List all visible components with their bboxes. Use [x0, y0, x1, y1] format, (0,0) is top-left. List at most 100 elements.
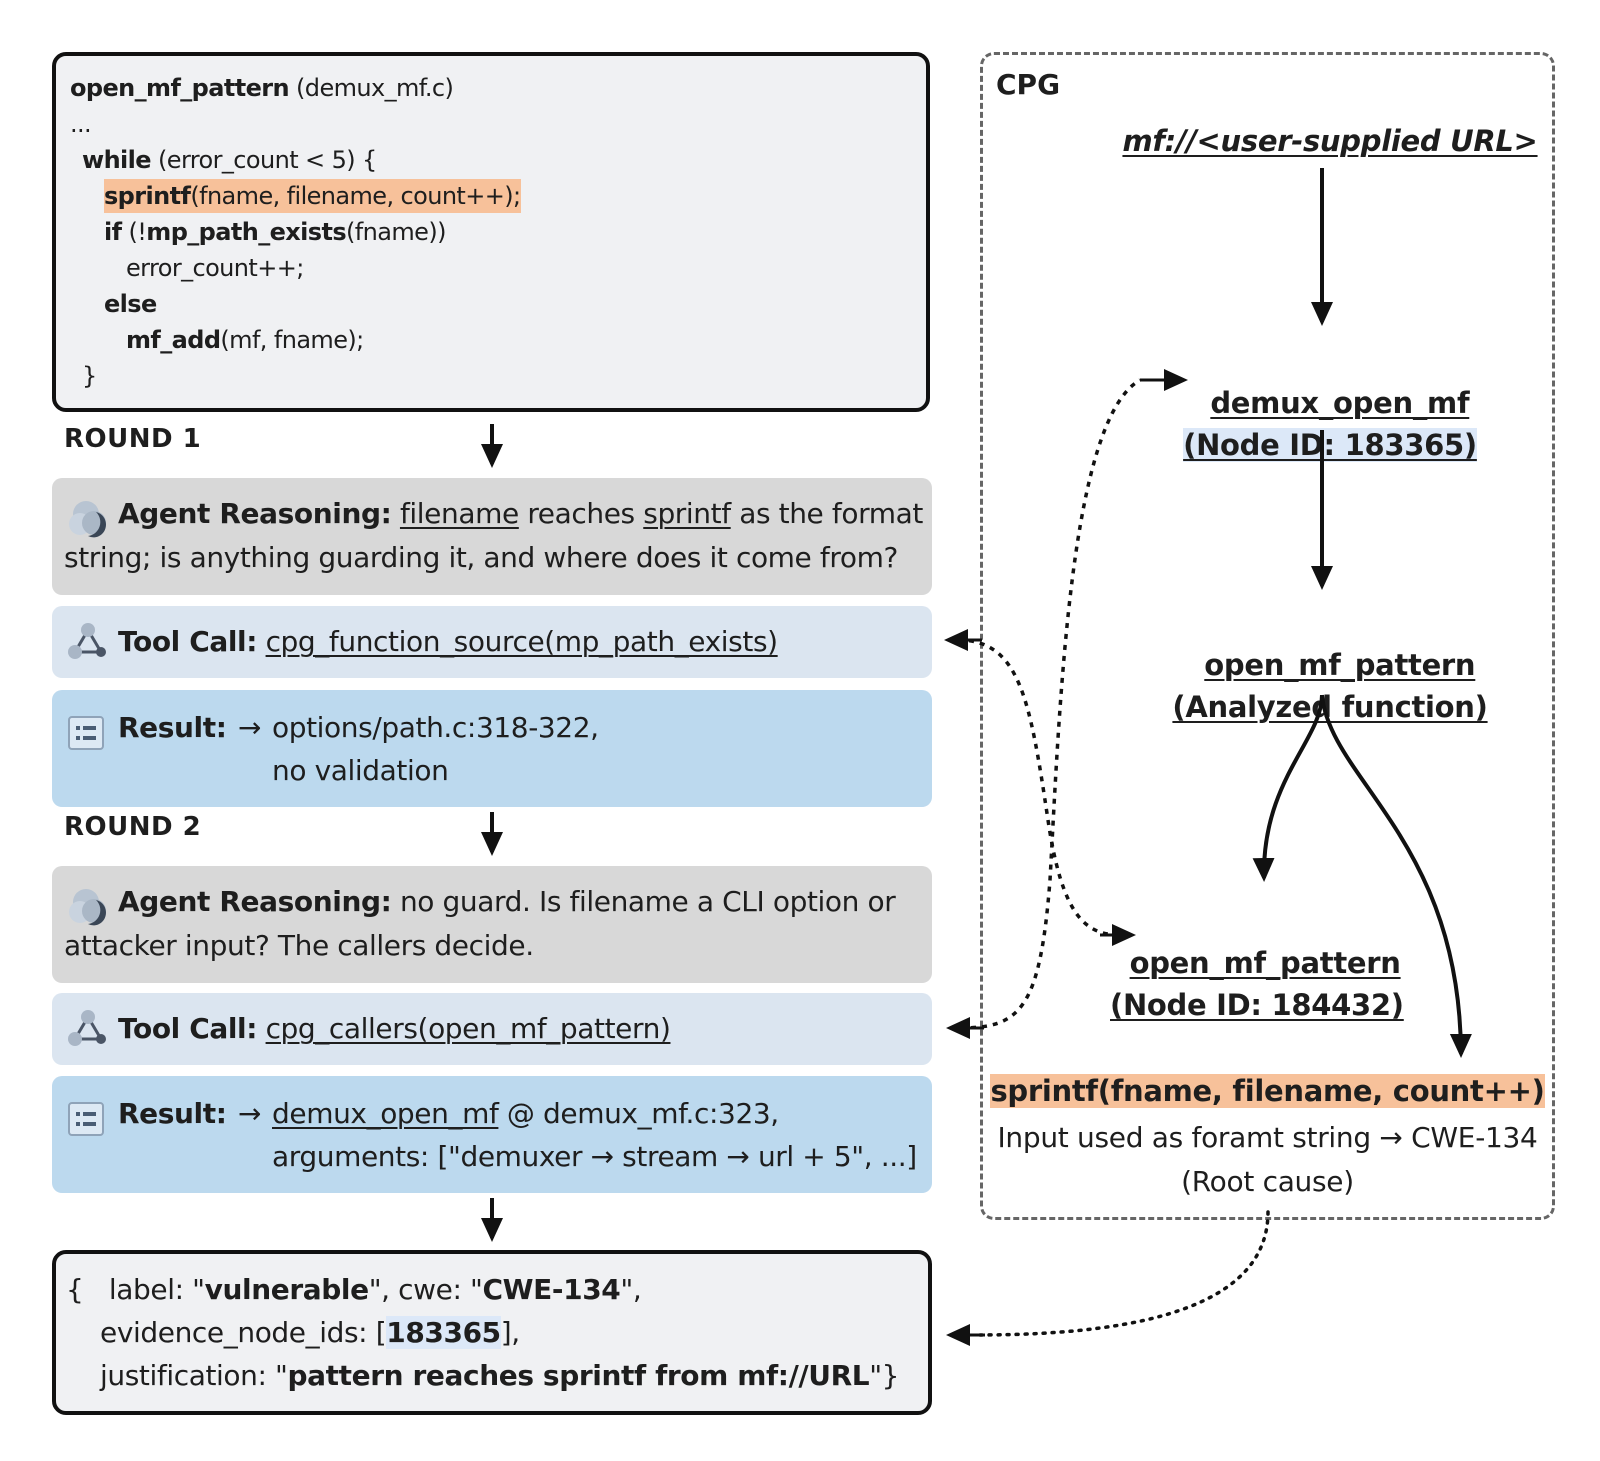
filename-ref: filename [399, 497, 519, 530]
reasoning-text: as the format [730, 497, 923, 530]
code-else: else [104, 287, 157, 321]
code-header: open_mf_pattern (demux_mf.c) [70, 71, 454, 105]
arrow-analyzed-to-sink [1320, 694, 1472, 1058]
tool-call-label: Tool Call: [118, 1012, 258, 1045]
cpg-node-analyzed-function: open_mf_pattern (Analyzed function) [1150, 602, 1510, 728]
round2-reasoning-line1: Agent Reasoning: no guard. Is filename a… [118, 880, 896, 924]
label-key: label: " [83, 1273, 205, 1306]
node-subtitle: (Analyzed function) [1172, 690, 1488, 724]
round1-reasoning-line1: Agent Reasoning: filename reaches sprint… [118, 492, 923, 536]
sprintf-args: (fname, filename, count++); [190, 182, 521, 210]
else-keyword: else [104, 290, 157, 318]
result-label: Result: [118, 1097, 227, 1130]
demux-open-mf-ref: demux_open_mf [272, 1097, 499, 1130]
sink-call: sprintf(fname, filename, count++) [990, 1074, 1545, 1108]
round2-result-panel: Result: → demux_open_mf @ demux_mf.c:323… [52, 1076, 932, 1193]
agent-cloud-icon [66, 498, 112, 542]
node-name: open_mf_pattern [1204, 648, 1476, 682]
if-args: (fname)) [346, 218, 446, 246]
round-1-heading: ROUND 1 [64, 424, 202, 454]
reasoning-label: Agent Reasoning: [118, 497, 392, 530]
round1-result-label: Result: [118, 706, 227, 750]
round2-result-line2: arguments: ["demuxer → stream → url + 5"… [272, 1140, 917, 1173]
graph-tool-icon [66, 1008, 110, 1054]
link-sink-to-output [973, 1210, 1270, 1337]
list-icon [68, 716, 104, 754]
label-value: vulnerable [204, 1273, 369, 1306]
code-if: if (!mp_path_exists(fname)) [104, 215, 446, 249]
tool-call-label: Tool Call: [118, 625, 258, 658]
while-keyword: while [82, 146, 152, 174]
cpg-source-node: mf://<user-supplied URL> [1120, 120, 1540, 162]
sprintf-keyword: sprintf [104, 182, 191, 210]
cwe-end: ", [620, 1273, 642, 1306]
if-negation: (! [121, 218, 147, 246]
mf-add-call: mf_add [126, 326, 221, 354]
node-id: (Node ID: 183365) [1183, 428, 1477, 462]
evidence-node-id: 183365 [386, 1316, 501, 1349]
cpg-title: CPG [996, 68, 1061, 101]
link-toolcall2-demux [959, 378, 1141, 1030]
evidence-key: evidence_node_ids: [ [100, 1316, 387, 1349]
code-sprintf-highlighted: sprintf(fname, filename, count++); [104, 179, 521, 213]
code-snippet-box: open_mf_pattern (demux_mf.c) ... while (… [52, 52, 930, 412]
evidence-end: ], [500, 1316, 520, 1349]
round2-reasoning-line2: attacker input? The callers decide. [64, 929, 534, 962]
graph-tool-icon [66, 621, 110, 667]
justification-key: justification: " [100, 1359, 288, 1392]
sink-description: Input used as foramt string → CWE-134 [997, 1121, 1538, 1154]
code-mf-add: mf_add(mf, fname); [126, 323, 364, 357]
mp-path-exists-call: mp_path_exists [146, 218, 347, 246]
code-close-brace: } [82, 362, 97, 390]
round1-result-line1: options/path.c:318-322, [272, 711, 599, 744]
reasoning-text: no guard. Is filename a CLI option or [391, 885, 896, 918]
file-name: (demux_mf.c) [289, 74, 454, 102]
node-id: (Node ID: 184432) [1110, 988, 1404, 1022]
tool-call-fn: cpg_function_source(mp_path_exists) [265, 625, 779, 658]
round1-reasoning-line2: string; is anything guarding it, and whe… [64, 541, 898, 574]
function-name: open_mf_pattern [70, 74, 290, 102]
result-arrow: → [238, 711, 262, 744]
result-label: Result: [118, 711, 227, 744]
round1-result-line2: no validation [272, 754, 449, 787]
verdict-line2: evidence_node_ids: [183365], [100, 1311, 520, 1355]
link-toolcall1-node184432 [957, 638, 1121, 937]
arrow-analyzed-to-184432 [1252, 694, 1324, 882]
if-keyword: if [104, 218, 122, 246]
round1-result-panel: Result: → options/path.c:318-322, no val… [52, 690, 932, 807]
node-name: open_mf_pattern [1129, 946, 1401, 980]
round2-result-line1: demux_open_mf @ demux_mf.c:323, [272, 1092, 779, 1136]
justification-value: pattern reaches sprintf from mf://URL [287, 1359, 870, 1392]
cpg-node-demux-open-mf: demux_open_mf (Node ID: 183365) [1150, 340, 1510, 466]
cpg-panel [980, 52, 1555, 1220]
round2-result-label: Result: [118, 1092, 227, 1136]
cwe-key: ", cwe: " [368, 1273, 483, 1306]
round2-tool-panel: Tool Call: cpg_callers(open_mf_pattern) [52, 993, 932, 1065]
code-ellipsis: ... [70, 110, 92, 138]
round1-tool-panel: Tool Call: cpg_function_source(mp_path_e… [52, 606, 932, 678]
round1-tool-text: Tool Call: cpg_function_source(mp_path_e… [118, 620, 778, 664]
justification-end: "} [869, 1359, 900, 1392]
verdict-line1: { label: "vulnerable", cwe: "CWE-134", [66, 1268, 642, 1312]
round1-reasoning-panel: Agent Reasoning: filename reaches sprint… [52, 478, 932, 595]
round-2-heading: ROUND 2 [64, 812, 202, 842]
code-error-inc: error_count++; [126, 254, 304, 282]
sprintf-ref: sprintf [643, 497, 731, 530]
verdict-line3: justification: "pattern reaches sprintf … [100, 1354, 900, 1398]
code-while: while (error_count < 5) { [82, 143, 377, 177]
round2-reasoning-panel: Agent Reasoning: no guard. Is filename a… [52, 866, 932, 983]
list-icon [68, 1102, 104, 1140]
mf-add-args: (mf, fname); [220, 326, 364, 354]
round2-tool-text: Tool Call: cpg_callers(open_mf_pattern) [118, 1007, 671, 1051]
while-condition: (error_count < 5) { [151, 146, 377, 174]
reasoning-text: reaches [518, 497, 644, 530]
tool-call-fn: cpg_callers(open_mf_pattern) [265, 1012, 671, 1045]
source-url: mf://<user-supplied URL> [1122, 124, 1538, 158]
sink-root-cause-note: (Root cause) [1181, 1165, 1354, 1198]
final-verdict-box: { label: "vulnerable", cwe: "CWE-134", e… [52, 1250, 932, 1415]
cpg-node-open-mf-pattern-184432: open_mf_pattern (Node ID: 184432) [1110, 900, 1404, 1026]
agent-cloud-icon [66, 886, 112, 930]
cpg-sink-node: sprintf(fname, filename, count++) [990, 1070, 1545, 1112]
result-text: @ demux_mf.c:323, [498, 1097, 779, 1130]
node-name: demux_open_mf [1210, 386, 1470, 420]
